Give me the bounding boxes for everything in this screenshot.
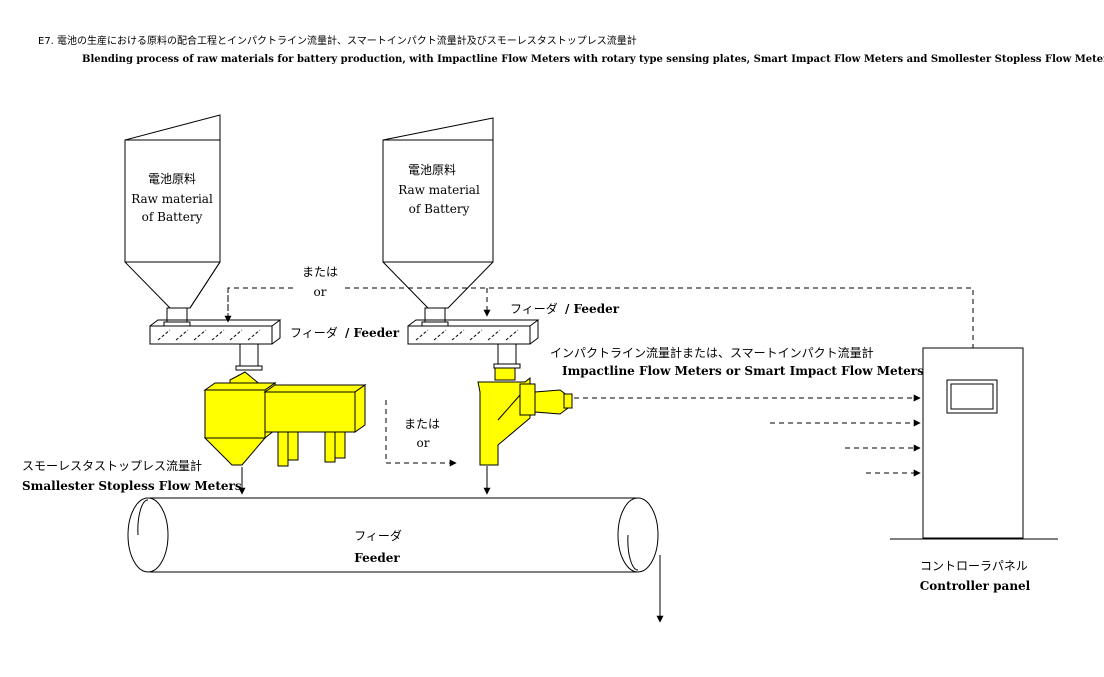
- or-middle-jp: または: [404, 417, 440, 431]
- chute-right: [493, 343, 521, 369]
- feeder-right-en: / Feeder: [565, 302, 620, 316]
- feeder-left-en: / Feeder: [345, 326, 400, 340]
- controller-en: Controller panel: [920, 579, 1031, 593]
- hopper-right-en2: of Battery: [409, 202, 470, 216]
- signal-lines: [227, 287, 974, 467]
- hopper-left-en2: of Battery: [142, 210, 203, 224]
- stopless-flow-meter: [203, 371, 367, 467]
- controller-jp: コントローラパネル: [920, 559, 1028, 573]
- conveyor-jp: フィーダ: [354, 528, 402, 543]
- conveyor-belt: [127, 497, 659, 573]
- title-jp: E7. 電池の生産における原料の配合工程とインパクトライン流量計、スマートインパ…: [38, 34, 637, 47]
- impact-flow-meter: [477, 367, 573, 466]
- or-top-jp: または: [302, 265, 338, 279]
- hopper-right-en1: Raw material: [398, 183, 480, 197]
- title-en: Blending process of raw materials for ba…: [82, 54, 1104, 65]
- or-top-en: or: [314, 285, 327, 299]
- hopper-left-en1: Raw material: [131, 192, 213, 206]
- screw-feeder-right: [407, 319, 540, 345]
- hopper-right-jp: 電池原料: [408, 163, 456, 177]
- stopless-meter-jp: スモーレスタストップレス流量計: [22, 458, 202, 473]
- conveyor-en: Feeder: [354, 551, 400, 565]
- hopper-left-jp: 電池原料: [148, 172, 196, 186]
- feeder-left-jp: フィーダ: [290, 325, 338, 340]
- screw-feeder-left: [149, 319, 282, 345]
- hopper-left: [124, 114, 221, 327]
- stopless-meter-en: Smallester Stopless Flow Meters: [22, 479, 242, 493]
- feeder-right-jp: フィーダ: [510, 301, 558, 316]
- impact-meter-jp: インパクトライン流量計または、スマートインパクト流量計: [550, 345, 874, 360]
- chute-left: [235, 343, 263, 371]
- hopper-right: [382, 117, 494, 327]
- impact-meter-en: Impactline Flow Meters or Smart Impact F…: [562, 364, 924, 378]
- or-middle-en: or: [417, 436, 430, 450]
- controller-panel: [890, 347, 1058, 540]
